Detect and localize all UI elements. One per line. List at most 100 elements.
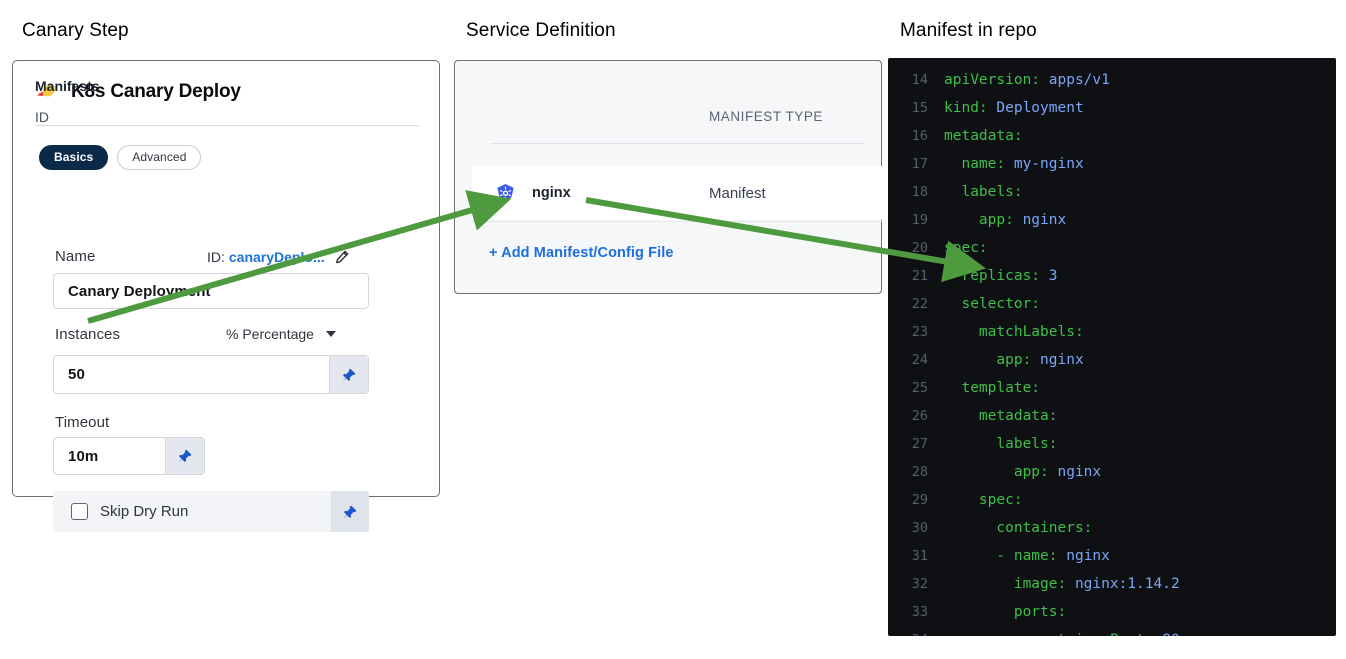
code-text: name: my-nginx bbox=[944, 156, 1084, 172]
name-input[interactable]: Canary Deployment bbox=[53, 273, 369, 309]
line-number: 27 bbox=[911, 436, 928, 452]
code-line: 25 template: bbox=[888, 374, 1336, 402]
caption-manifest-in-repo: Manifest in repo bbox=[900, 20, 1037, 41]
name-input-value: Canary Deployment bbox=[68, 282, 211, 300]
table-row-divider bbox=[472, 221, 882, 222]
code-text: matchLabels: bbox=[944, 324, 1084, 340]
label-instances: Instances bbox=[55, 326, 121, 343]
code-value: 3 bbox=[1040, 268, 1058, 284]
code-line: 34 - containerPort: 80 bbox=[888, 626, 1336, 636]
manifest-row-id: nginx bbox=[532, 185, 571, 201]
line-number: 20 bbox=[911, 240, 928, 256]
code-text: template: bbox=[944, 380, 1041, 396]
line-number: 15 bbox=[911, 100, 928, 116]
code-value: nginx bbox=[1031, 352, 1084, 368]
line-number: 34 bbox=[888, 626, 944, 636]
tab-advanced[interactable]: Advanced bbox=[117, 145, 202, 170]
line-number: 33 bbox=[911, 604, 928, 620]
caption-service-definition: Service Definition bbox=[466, 20, 616, 41]
tab-basics[interactable]: Basics bbox=[39, 145, 109, 170]
skip-dry-run-checkbox[interactable] bbox=[71, 503, 88, 520]
column-header-id: ID bbox=[35, 109, 49, 125]
id-prefix: ID: bbox=[207, 249, 225, 265]
code-text: ports: bbox=[944, 604, 1067, 620]
table-header-divider bbox=[491, 143, 864, 144]
code-text: app: nginx bbox=[944, 352, 1084, 368]
code-line: 17 name: my-nginx bbox=[888, 150, 1336, 178]
manifest-row-type: Manifest bbox=[709, 184, 766, 202]
canary-bird-icon bbox=[35, 81, 59, 103]
skip-dry-run-row[interactable]: Skip Dry Run bbox=[53, 491, 369, 532]
line-number: 21 bbox=[911, 268, 928, 284]
line-number: 18 bbox=[911, 184, 928, 200]
line-number: 25 bbox=[911, 380, 928, 396]
card-title: K8s Canary Deploy bbox=[71, 81, 241, 102]
pin-icon-timeout[interactable] bbox=[165, 438, 204, 474]
code-text: spec: bbox=[944, 240, 988, 256]
caption-canary-step: Canary Step bbox=[22, 20, 129, 41]
timeout-input-value: 10m bbox=[68, 447, 99, 465]
code-value: my-nginx bbox=[1005, 156, 1084, 172]
code-text: selector: bbox=[944, 296, 1041, 312]
line-number: 31 bbox=[911, 548, 928, 564]
line-number: 14 bbox=[911, 72, 928, 88]
instances-unit-select[interactable]: % Percentage bbox=[226, 326, 336, 342]
code-line: 28 app: nginx bbox=[888, 458, 1336, 486]
code-text: labels: bbox=[944, 184, 1023, 200]
code-text: app: nginx bbox=[944, 212, 1067, 228]
code-line: 23 matchLabels: bbox=[888, 318, 1336, 346]
code-line: 27 labels: bbox=[888, 430, 1336, 458]
line-number: 16 bbox=[911, 128, 928, 144]
code-line: 19 app: nginx bbox=[888, 206, 1336, 234]
code-value: nginx bbox=[1048, 464, 1102, 480]
pin-icon-skip-dry-run[interactable] bbox=[331, 491, 369, 532]
pin-icon-instances[interactable] bbox=[329, 356, 368, 393]
code-text: containers: bbox=[944, 520, 1093, 536]
tab-group: Basics Advanced bbox=[39, 145, 202, 170]
code-value: nginx bbox=[1057, 548, 1110, 564]
code-line: 30 containers: bbox=[888, 514, 1336, 542]
line-number: 19 bbox=[911, 212, 928, 228]
code-text: spec: bbox=[944, 492, 1023, 508]
add-manifest-config-file-link[interactable]: + Add Manifest/Config File bbox=[489, 245, 674, 261]
skip-dry-run-label: Skip Dry Run bbox=[100, 503, 189, 520]
code-text: apiVersion: apps/v1 bbox=[944, 72, 1110, 88]
label-name: Name bbox=[55, 248, 96, 265]
code-text: metadata: bbox=[944, 408, 1058, 424]
id-value[interactable]: canaryDeplo... bbox=[228, 249, 325, 265]
pencil-icon[interactable] bbox=[335, 250, 349, 264]
code-line: 15 kind: Deployment bbox=[888, 94, 1336, 122]
code-value: Deployment bbox=[987, 100, 1084, 116]
instances-unit-value: % Percentage bbox=[226, 326, 314, 342]
code-line: 31 - name: nginx bbox=[888, 542, 1336, 570]
line-number: 23 bbox=[911, 324, 928, 340]
manifest-table-row[interactable]: nginx Manifest bbox=[472, 166, 882, 220]
code-line: 29 spec: bbox=[888, 486, 1336, 514]
code-line: 33 ports: bbox=[888, 598, 1336, 626]
column-header-manifest-type: MANIFEST TYPE bbox=[709, 109, 823, 124]
code-value: apps/v1 bbox=[1040, 72, 1110, 88]
line-number: 26 bbox=[911, 408, 928, 424]
code-line: 26 metadata: bbox=[888, 402, 1336, 430]
code-line: 32 image: nginx:1.14.2 bbox=[888, 570, 1336, 598]
code-text: - name: nginx bbox=[944, 548, 1110, 564]
code-text: - containerPort: 80 bbox=[944, 626, 1336, 636]
code-line: 14 apiVersion: apps/v1 bbox=[888, 66, 1336, 94]
line-number: 22 bbox=[911, 296, 928, 312]
code-text: labels: bbox=[944, 436, 1058, 452]
label-timeout: Timeout bbox=[55, 414, 110, 431]
field-id-row: ID: canaryDeplo... bbox=[207, 249, 349, 265]
code-line: 21 replicas: 3 bbox=[888, 262, 1336, 290]
code-value: 80 bbox=[1154, 632, 1179, 636]
code-text: app: nginx bbox=[944, 464, 1102, 480]
timeout-input[interactable]: 10m bbox=[53, 437, 205, 475]
code-value: nginx bbox=[1013, 212, 1067, 228]
instances-input[interactable]: 50 bbox=[53, 355, 369, 394]
line-number: 29 bbox=[911, 492, 928, 508]
instances-input-value: 50 bbox=[68, 366, 85, 383]
code-text: kind: Deployment bbox=[944, 100, 1084, 116]
